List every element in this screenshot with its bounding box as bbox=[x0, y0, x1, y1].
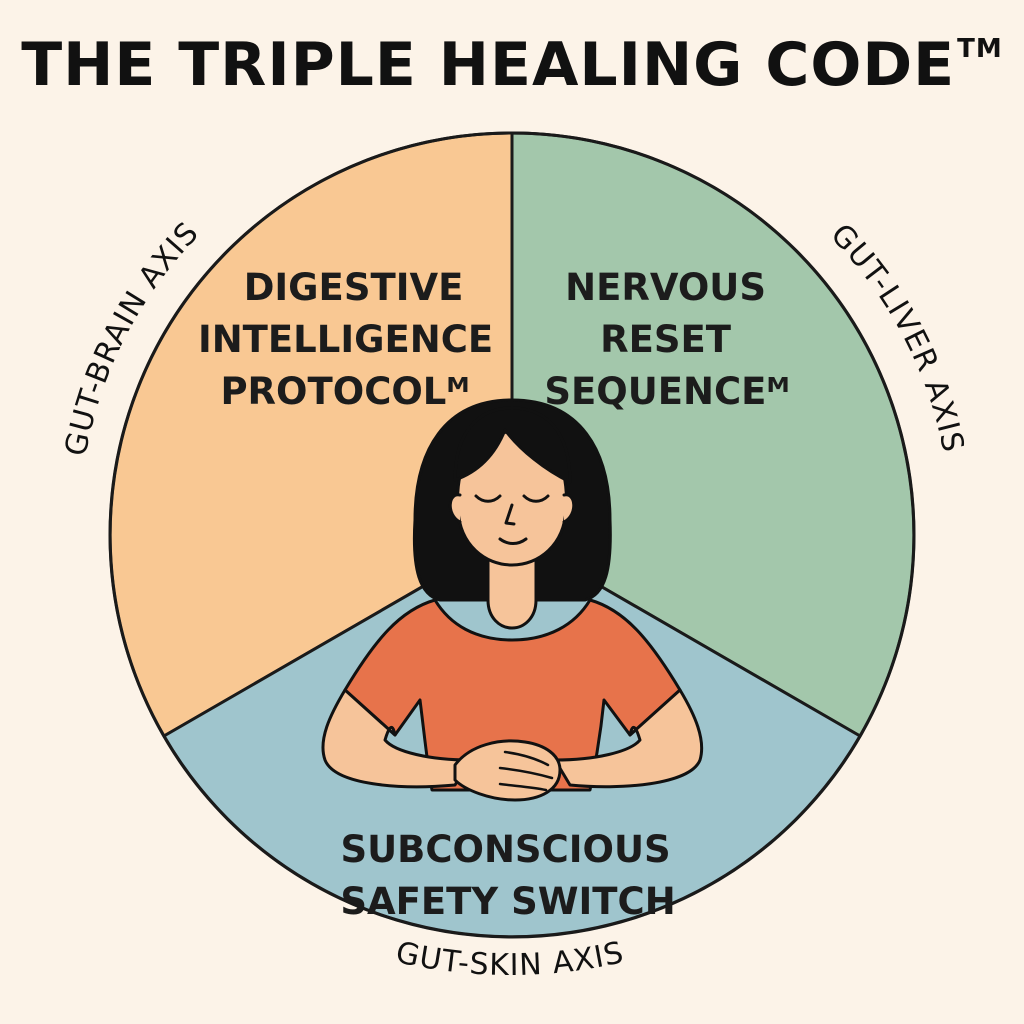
right-arm bbox=[553, 688, 704, 789]
label-subconscious: SUBCONSCIOUS SAFETY SWITCH bbox=[340, 828, 683, 923]
label-subconscious-line-2: SAFETY SWITCH bbox=[340, 880, 675, 923]
left-eye bbox=[474, 494, 502, 503]
woman-illustration bbox=[321, 398, 704, 802]
label-nervous-line-1: NERVOUS bbox=[565, 266, 766, 309]
label-nervous-line-3: SEQUENCEᴹ bbox=[544, 370, 789, 413]
label-digestive-line-1: DIGESTIVE bbox=[244, 266, 464, 309]
hands bbox=[453, 739, 562, 802]
title-text: THE TRIPLE HEALING CODE bbox=[21, 30, 956, 100]
left-arm bbox=[321, 688, 472, 789]
mouth bbox=[498, 537, 528, 545]
axis-bottom-text: GUT-SKIN AXIS bbox=[393, 935, 627, 983]
diagram-title: THE TRIPLE HEALING CODETM bbox=[0, 30, 1024, 100]
right-eye bbox=[522, 494, 550, 503]
title-trademark: TM bbox=[957, 34, 1003, 64]
left-ear bbox=[448, 493, 462, 524]
pie-segments bbox=[108, 131, 916, 939]
pie-outline bbox=[108, 131, 916, 939]
label-digestive-line-3: PROTOCOLᴹ bbox=[220, 370, 469, 413]
label-digestive: DIGESTIVE INTELLIGENCE PROTOCOLᴹ bbox=[198, 266, 506, 413]
nose bbox=[504, 503, 516, 526]
neck bbox=[486, 558, 538, 630]
hair-fringe bbox=[453, 406, 572, 484]
right-ear bbox=[562, 493, 576, 524]
label-nervous: NERVOUS RESET SEQUENCEᴹ bbox=[544, 266, 789, 413]
label-nervous-line-2: RESET bbox=[600, 318, 732, 361]
axis-label-bottom: GUT-SKIN AXIS bbox=[393, 935, 628, 983]
finger-lines bbox=[498, 750, 554, 792]
label-subconscious-line-1: SUBCONSCIOUS bbox=[340, 828, 670, 871]
label-digestive-line-2: INTELLIGENCE bbox=[198, 318, 493, 361]
